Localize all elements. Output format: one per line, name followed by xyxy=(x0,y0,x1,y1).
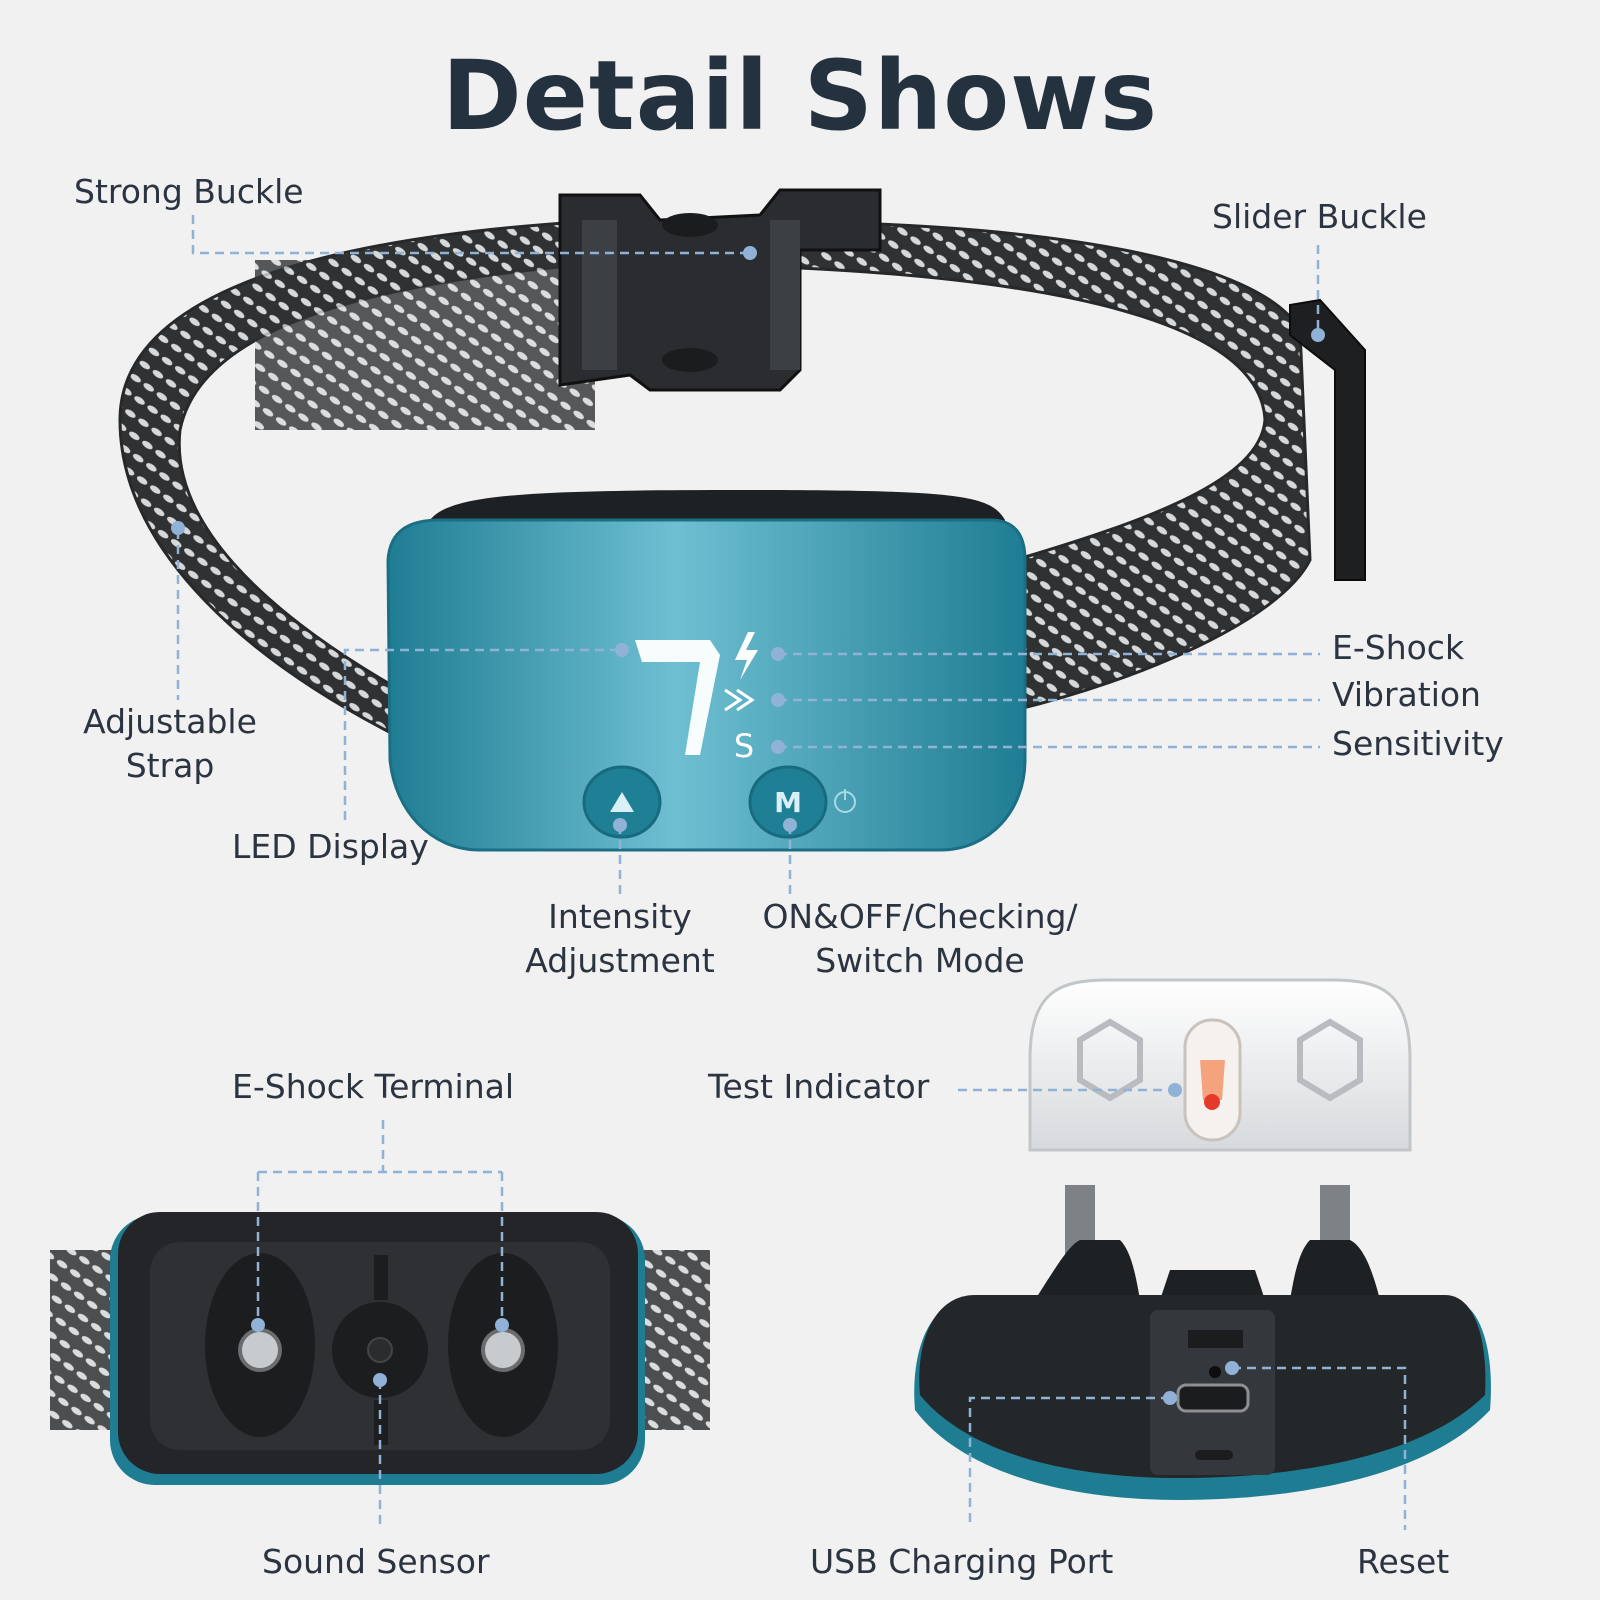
power-icon xyxy=(834,789,856,813)
label-e-shock: E-Shock xyxy=(1332,628,1465,667)
label-led-display: LED Display xyxy=(232,827,429,866)
callout-lines xyxy=(176,215,1407,1530)
label-reset: Reset xyxy=(1357,1542,1450,1581)
label-usb-port: USB Charging Port xyxy=(810,1542,1114,1581)
label-vibration: Vibration xyxy=(1332,675,1481,714)
vibration-icon xyxy=(724,688,755,712)
indicator-bulb xyxy=(1200,1060,1225,1100)
led-display xyxy=(635,632,758,755)
strong-buckle xyxy=(558,188,882,392)
label-adjustable-strap-line1: Adjustable xyxy=(83,702,257,741)
label-e-shock-terminal: E-Shock Terminal xyxy=(232,1067,515,1106)
receiver-side xyxy=(914,978,1491,1500)
usb-port xyxy=(1176,1383,1250,1413)
label-test-indicator: Test Indicator xyxy=(708,1067,930,1106)
triangle-up-icon xyxy=(610,792,634,812)
label-intensity-line2: Adjustment xyxy=(525,941,715,980)
page-title: Detail Shows xyxy=(442,40,1158,152)
reset-hole xyxy=(1209,1366,1221,1378)
sensitivity-letter: S xyxy=(734,727,754,765)
label-sound-sensor: Sound Sensor xyxy=(262,1542,490,1581)
mode-button-letter: M xyxy=(774,786,802,819)
left-terminal xyxy=(238,1328,282,1372)
receiver-back xyxy=(50,1212,710,1485)
label-slider-buckle: Slider Buckle xyxy=(1212,197,1427,236)
callout-dots xyxy=(171,246,1325,1405)
label-onoff-line1: ON&OFF/Checking/ xyxy=(762,897,1078,936)
label-strong-buckle: Strong Buckle xyxy=(74,172,304,211)
label-onoff-line2: Switch Mode xyxy=(815,941,1025,980)
mode-button[interactable] xyxy=(748,765,828,839)
e-shock-icon xyxy=(735,632,758,680)
intensity-button[interactable] xyxy=(582,765,662,839)
slider-buckle xyxy=(1289,298,1366,581)
label-adjustable-strap-line2: Strap xyxy=(125,746,215,785)
right-terminal xyxy=(481,1328,525,1372)
label-intensity-line1: Intensity xyxy=(548,897,692,936)
label-sensitivity: Sensitivity xyxy=(1332,724,1504,763)
